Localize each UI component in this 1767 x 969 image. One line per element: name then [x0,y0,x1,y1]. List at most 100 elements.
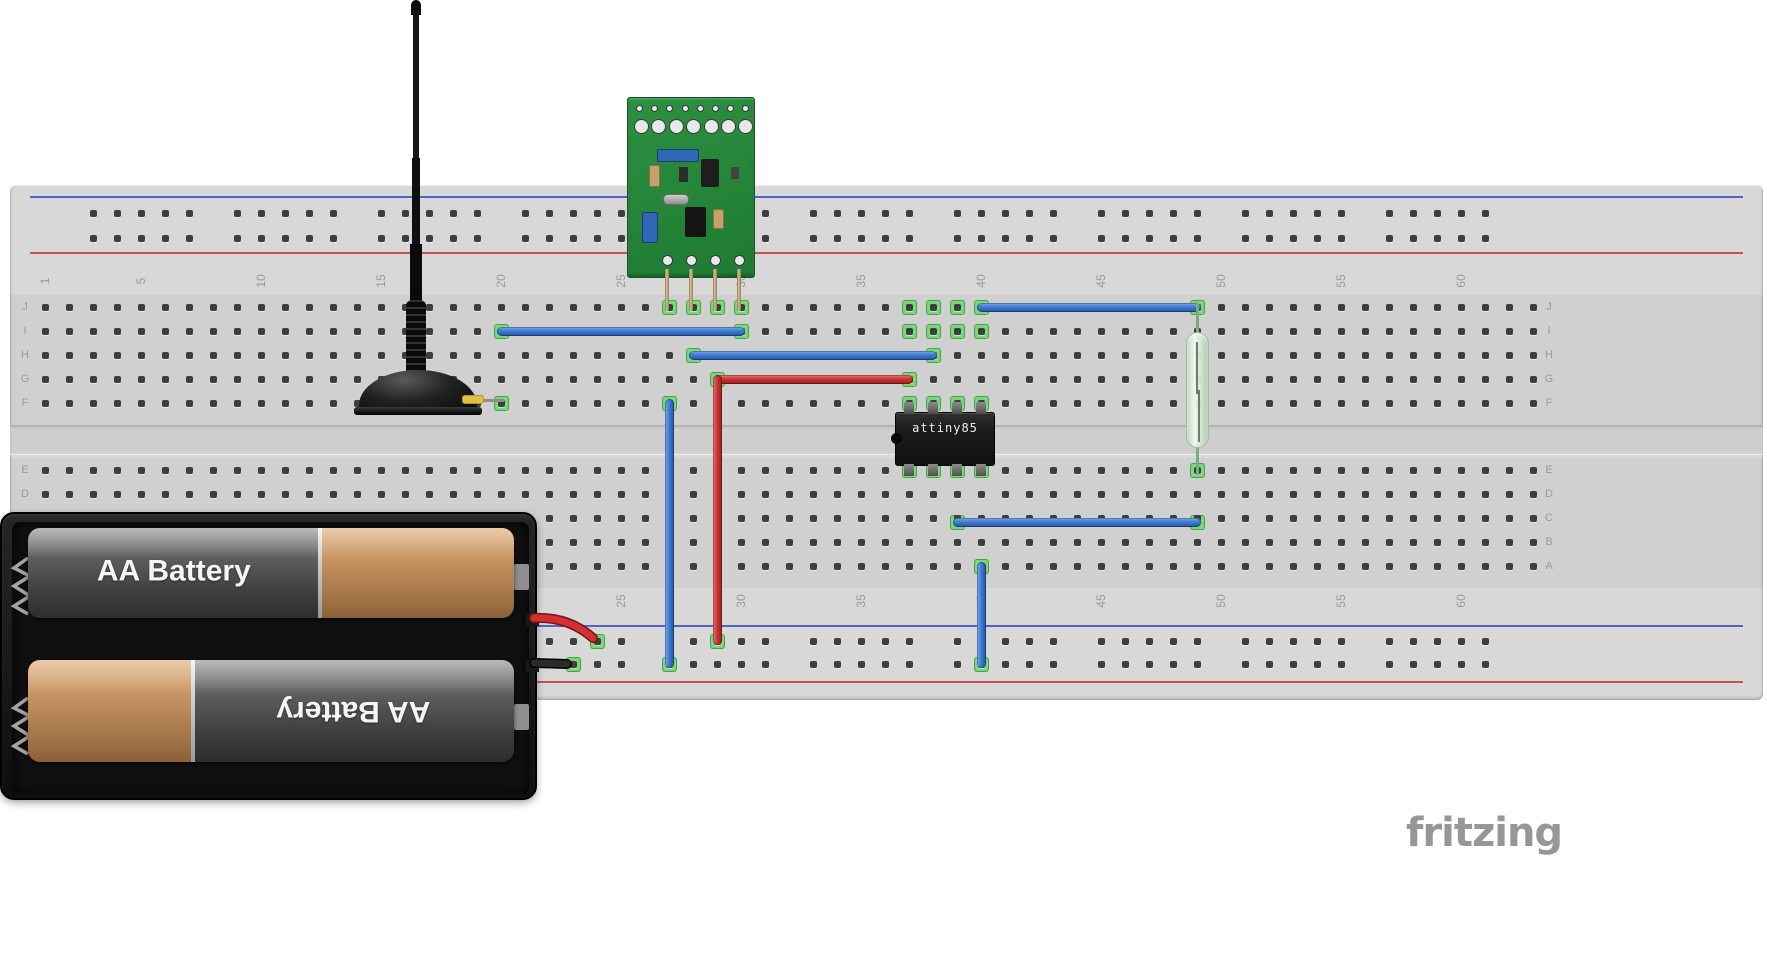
breadboard-hole[interactable] [1385,303,1393,311]
breadboard-hole[interactable] [641,375,649,383]
breadboard-hole[interactable] [785,538,793,546]
breadboard-hole[interactable] [1001,660,1009,668]
breadboard-hole[interactable] [1145,660,1153,668]
breadboard-hole[interactable] [1025,375,1033,383]
breadboard-hole[interactable] [1361,375,1369,383]
breadboard-hole[interactable] [1289,490,1297,498]
breadboard-hole[interactable] [305,351,313,359]
breadboard-hole[interactable] [1217,327,1225,335]
breadboard-hole[interactable] [497,466,505,474]
breadboard-hole[interactable] [785,514,793,522]
breadboard-hole[interactable] [233,209,241,217]
breadboard-hole[interactable] [41,375,49,383]
breadboard-hole[interactable] [1313,562,1321,570]
breadboard-hole[interactable] [209,303,217,311]
breadboard-hole[interactable] [929,562,937,570]
breadboard-hole[interactable] [1457,351,1465,359]
breadboard-hole[interactable] [1313,660,1321,668]
breadboard-hole[interactable] [1361,514,1369,522]
breadboard-hole[interactable] [281,351,289,359]
breadboard-hole[interactable] [257,209,265,217]
jumper-wire-red[interactable] [712,375,722,645]
breadboard-hole[interactable] [953,375,961,383]
breadboard-hole[interactable] [1169,234,1177,242]
breadboard-hole[interactable] [1049,637,1057,645]
breadboard-hole[interactable] [1217,303,1225,311]
breadboard-hole[interactable] [1265,637,1273,645]
breadboard-hole[interactable] [473,351,481,359]
breadboard-hole[interactable] [329,490,337,498]
breadboard-hole[interactable] [185,234,193,242]
breadboard-hole[interactable] [881,466,889,474]
breadboard-hole[interactable] [1145,538,1153,546]
breadboard-hole[interactable] [833,234,841,242]
breadboard-hole[interactable] [185,399,193,407]
breadboard-hole[interactable] [689,466,697,474]
breadboard-hole[interactable] [401,327,409,335]
attiny85-chip[interactable]: attiny85 [891,400,995,480]
breadboard-hole[interactable] [1025,562,1033,570]
breadboard-hole[interactable] [353,490,361,498]
breadboard-hole[interactable] [1097,327,1105,335]
breadboard-hole[interactable] [65,327,73,335]
breadboard-hole[interactable] [257,490,265,498]
breadboard-hole[interactable] [617,514,625,522]
breadboard-hole[interactable] [89,234,97,242]
breadboard-hole[interactable] [1289,327,1297,335]
breadboard-hole[interactable] [1025,234,1033,242]
breadboard-hole[interactable] [1049,375,1057,383]
breadboard-hole[interactable] [1241,538,1249,546]
breadboard-hole[interactable] [1097,637,1105,645]
breadboard-hole[interactable] [65,399,73,407]
breadboard-hole[interactable] [401,303,409,311]
breadboard-hole[interactable] [1409,303,1417,311]
breadboard-hole[interactable] [1385,514,1393,522]
breadboard-hole[interactable] [1265,375,1273,383]
breadboard-hole[interactable] [1313,538,1321,546]
breadboard-hole[interactable] [1313,303,1321,311]
breadboard-hole[interactable] [545,234,553,242]
breadboard-hole[interactable] [1097,538,1105,546]
breadboard-hole[interactable] [113,234,121,242]
breadboard-hole[interactable] [281,399,289,407]
breadboard-hole[interactable] [473,490,481,498]
breadboard-hole[interactable] [1169,351,1177,359]
breadboard-hole[interactable] [929,327,937,335]
breadboard-hole[interactable] [785,562,793,570]
breadboard-hole[interactable] [1001,209,1009,217]
breadboard-hole[interactable] [1193,538,1201,546]
breadboard-hole[interactable] [1481,514,1489,522]
breadboard-hole[interactable] [185,490,193,498]
breadboard-hole[interactable] [1457,562,1465,570]
breadboard-hole[interactable] [1169,209,1177,217]
breadboard-hole[interactable] [1313,209,1321,217]
breadboard-hole[interactable] [65,375,73,383]
breadboard-hole[interactable] [1169,466,1177,474]
breadboard-hole[interactable] [449,327,457,335]
breadboard-hole[interactable] [785,490,793,498]
breadboard-hole[interactable] [761,562,769,570]
breadboard-hole[interactable] [1337,490,1345,498]
breadboard-hole[interactable] [401,209,409,217]
breadboard-hole[interactable] [593,514,601,522]
breadboard-hole[interactable] [329,399,337,407]
breadboard-hole[interactable] [953,351,961,359]
breadboard-hole[interactable] [569,209,577,217]
breadboard-hole[interactable] [521,303,529,311]
breadboard-hole[interactable] [545,375,553,383]
breadboard-hole[interactable] [1409,562,1417,570]
breadboard-hole[interactable] [1025,660,1033,668]
breadboard-hole[interactable] [1409,375,1417,383]
breadboard-hole[interactable] [1313,490,1321,498]
breadboard-hole[interactable] [1385,234,1393,242]
breadboard-hole[interactable] [881,399,889,407]
breadboard-hole[interactable] [641,399,649,407]
breadboard-hole[interactable] [929,490,937,498]
breadboard-hole[interactable] [1169,375,1177,383]
breadboard-hole[interactable] [857,538,865,546]
aa-battery-holder[interactable]: AA Battery AA Battery [0,512,539,800]
breadboard-hole[interactable] [305,209,313,217]
breadboard-hole[interactable] [689,562,697,570]
breadboard-hole[interactable] [1385,660,1393,668]
whip-antenna[interactable] [352,0,504,420]
